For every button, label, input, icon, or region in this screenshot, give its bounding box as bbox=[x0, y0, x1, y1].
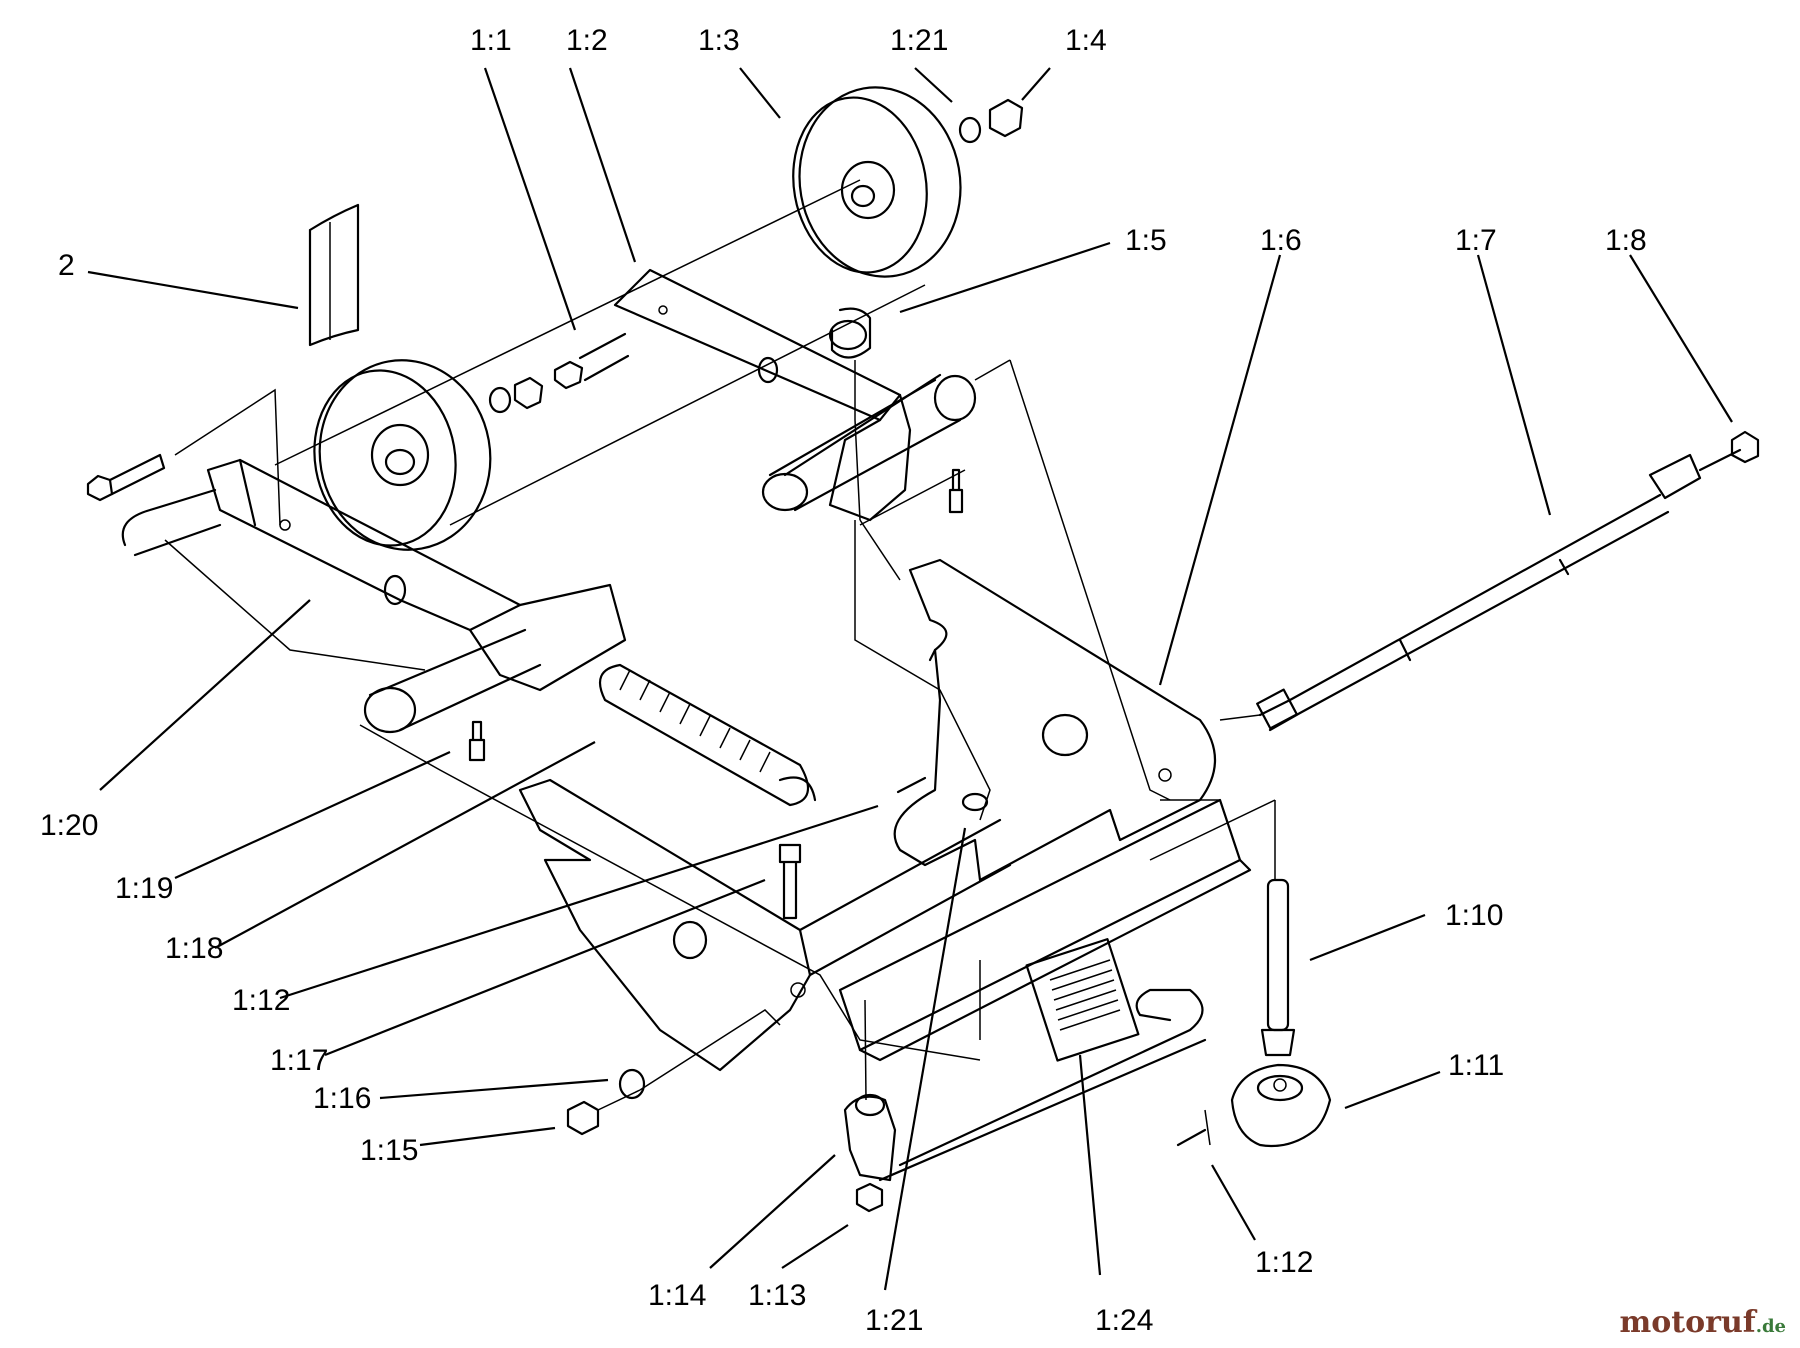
callout-1-5: 1:5 bbox=[1125, 224, 1167, 257]
callout-1-10: 1:10 bbox=[1445, 899, 1503, 932]
bolt-left bbox=[86, 453, 166, 502]
bolt-1-17 bbox=[778, 843, 802, 920]
lower-idler-arm bbox=[121, 458, 627, 734]
watermark-suffix: .de bbox=[1755, 1316, 1786, 1337]
control-cable bbox=[1256, 448, 1742, 732]
callout-1-18: 1:18 bbox=[165, 932, 223, 965]
cable-bolt bbox=[1730, 430, 1760, 464]
callout-1-6: 1:6 bbox=[1260, 224, 1302, 257]
callout-1-3: 1:3 bbox=[698, 24, 740, 57]
pivot-bracket bbox=[843, 1093, 897, 1213]
callout-labels: 1:1 1:2 1:3 1:21 1:4 2 1:5 1:6 1:7 1:8 1… bbox=[40, 24, 1647, 1337]
watermark-logo: motoruf.de bbox=[1620, 1305, 1786, 1340]
watermark-main: motoruf bbox=[1619, 1305, 1756, 1340]
leader-lines bbox=[87, 67, 1733, 1291]
callout-1-11: 1:11 bbox=[1448, 1049, 1504, 1082]
callout-1-7: 1:7 bbox=[1455, 224, 1497, 257]
callout-1-12-left: 1:12 bbox=[232, 984, 290, 1017]
center-lines bbox=[164, 179, 1276, 1146]
callout-1-8: 1:8 bbox=[1605, 224, 1647, 257]
top-hardware bbox=[958, 98, 1024, 144]
callout-1-15: 1:15 bbox=[360, 1134, 418, 1167]
lower-plate bbox=[518, 778, 1012, 1072]
callout-1-14: 1:14 bbox=[648, 1279, 706, 1312]
callout-1-21-bottom: 1:21 bbox=[865, 1304, 923, 1337]
grease-fitting-lower bbox=[468, 720, 486, 762]
belt-part bbox=[308, 203, 360, 347]
callout-1-13: 1:13 bbox=[748, 1279, 806, 1312]
washer-nut-left bbox=[566, 1068, 646, 1136]
callout-1-12-right: 1:12 bbox=[1255, 1246, 1313, 1279]
grease-fitting-upper bbox=[948, 468, 964, 514]
callout-2: 2 bbox=[58, 249, 75, 282]
callout-1-24: 1:24 bbox=[1095, 1304, 1153, 1337]
main-bracket bbox=[893, 558, 1217, 882]
callout-1-2: 1:2 bbox=[566, 24, 608, 57]
callout-1-19: 1:19 bbox=[115, 872, 173, 905]
top-pulley bbox=[792, 86, 962, 278]
callout-1-20: 1:20 bbox=[40, 809, 98, 842]
callout-1-21-top: 1:21 bbox=[890, 24, 948, 57]
callout-1-4: 1:4 bbox=[1065, 24, 1107, 57]
collar-part bbox=[828, 307, 872, 359]
callout-1-17: 1:17 bbox=[270, 1044, 328, 1077]
adjust-rod bbox=[1260, 878, 1296, 1057]
left-pulley bbox=[313, 359, 492, 551]
upper-idler-arm bbox=[613, 268, 977, 522]
small-pins bbox=[896, 776, 1207, 1147]
callout-1-16: 1:16 bbox=[313, 1082, 371, 1115]
callout-1-1: 1:1 bbox=[470, 24, 512, 57]
left-hardware bbox=[488, 332, 630, 414]
base-channel bbox=[838, 798, 1252, 1182]
extension-spring bbox=[598, 663, 817, 807]
adjust-knob bbox=[1230, 1063, 1332, 1148]
